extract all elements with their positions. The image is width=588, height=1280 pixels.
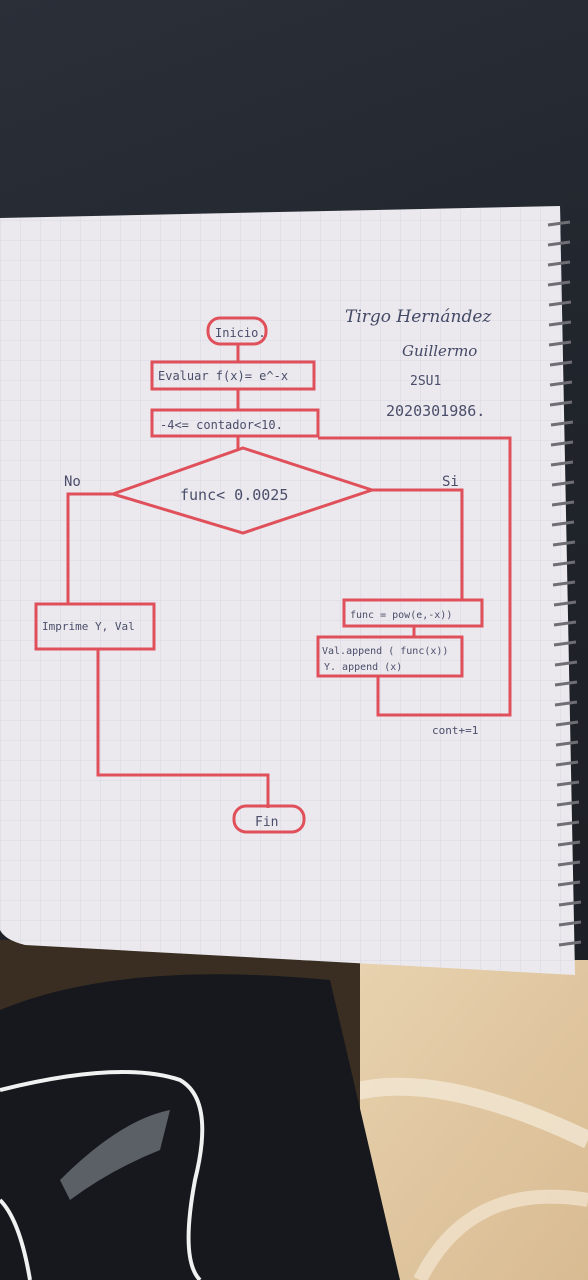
loop-back-line — [318, 436, 512, 717]
end-terminal — [232, 804, 306, 834]
append-box — [316, 635, 464, 678]
assign-text: func = pow(e,-x)) — [350, 610, 452, 621]
print-box — [34, 602, 156, 651]
student-name: Tirgo Hernández — [345, 307, 492, 327]
end-text: Fin — [255, 815, 278, 830]
dark-cloth — [0, 974, 400, 1280]
counter-text: cont+=1 — [432, 724, 478, 737]
append-text-2: Y. append (x) — [324, 662, 402, 673]
spiral-binding — [547, 220, 582, 947]
evaluate-text: Evaluar f(x)= e^-x — [158, 369, 288, 383]
print-to-end-line — [96, 649, 270, 808]
flowchart — [34, 316, 512, 834]
cable — [0, 1070, 205, 1280]
no-branch-line — [66, 492, 113, 604]
loop-text: -4<= contador<10. — [160, 418, 283, 432]
student-group: 2SU1 — [410, 374, 441, 389]
append-text-1: Val.append ( func(x)) — [322, 646, 448, 657]
yes-branch-line — [372, 488, 464, 600]
condition-text: func< 0.0025 — [180, 486, 288, 504]
student-name-2: Guillermo — [402, 342, 477, 360]
evaluate-box — [150, 360, 316, 391]
print-text: Imprime Y, Val — [42, 620, 135, 633]
student-id: 2020301986. — [386, 402, 485, 420]
yes-label: Si — [442, 474, 459, 490]
loop-box — [150, 408, 320, 438]
no-label: No — [64, 474, 81, 490]
start-text: Inicio. — [215, 326, 266, 340]
condition-diamond — [108, 446, 377, 535]
